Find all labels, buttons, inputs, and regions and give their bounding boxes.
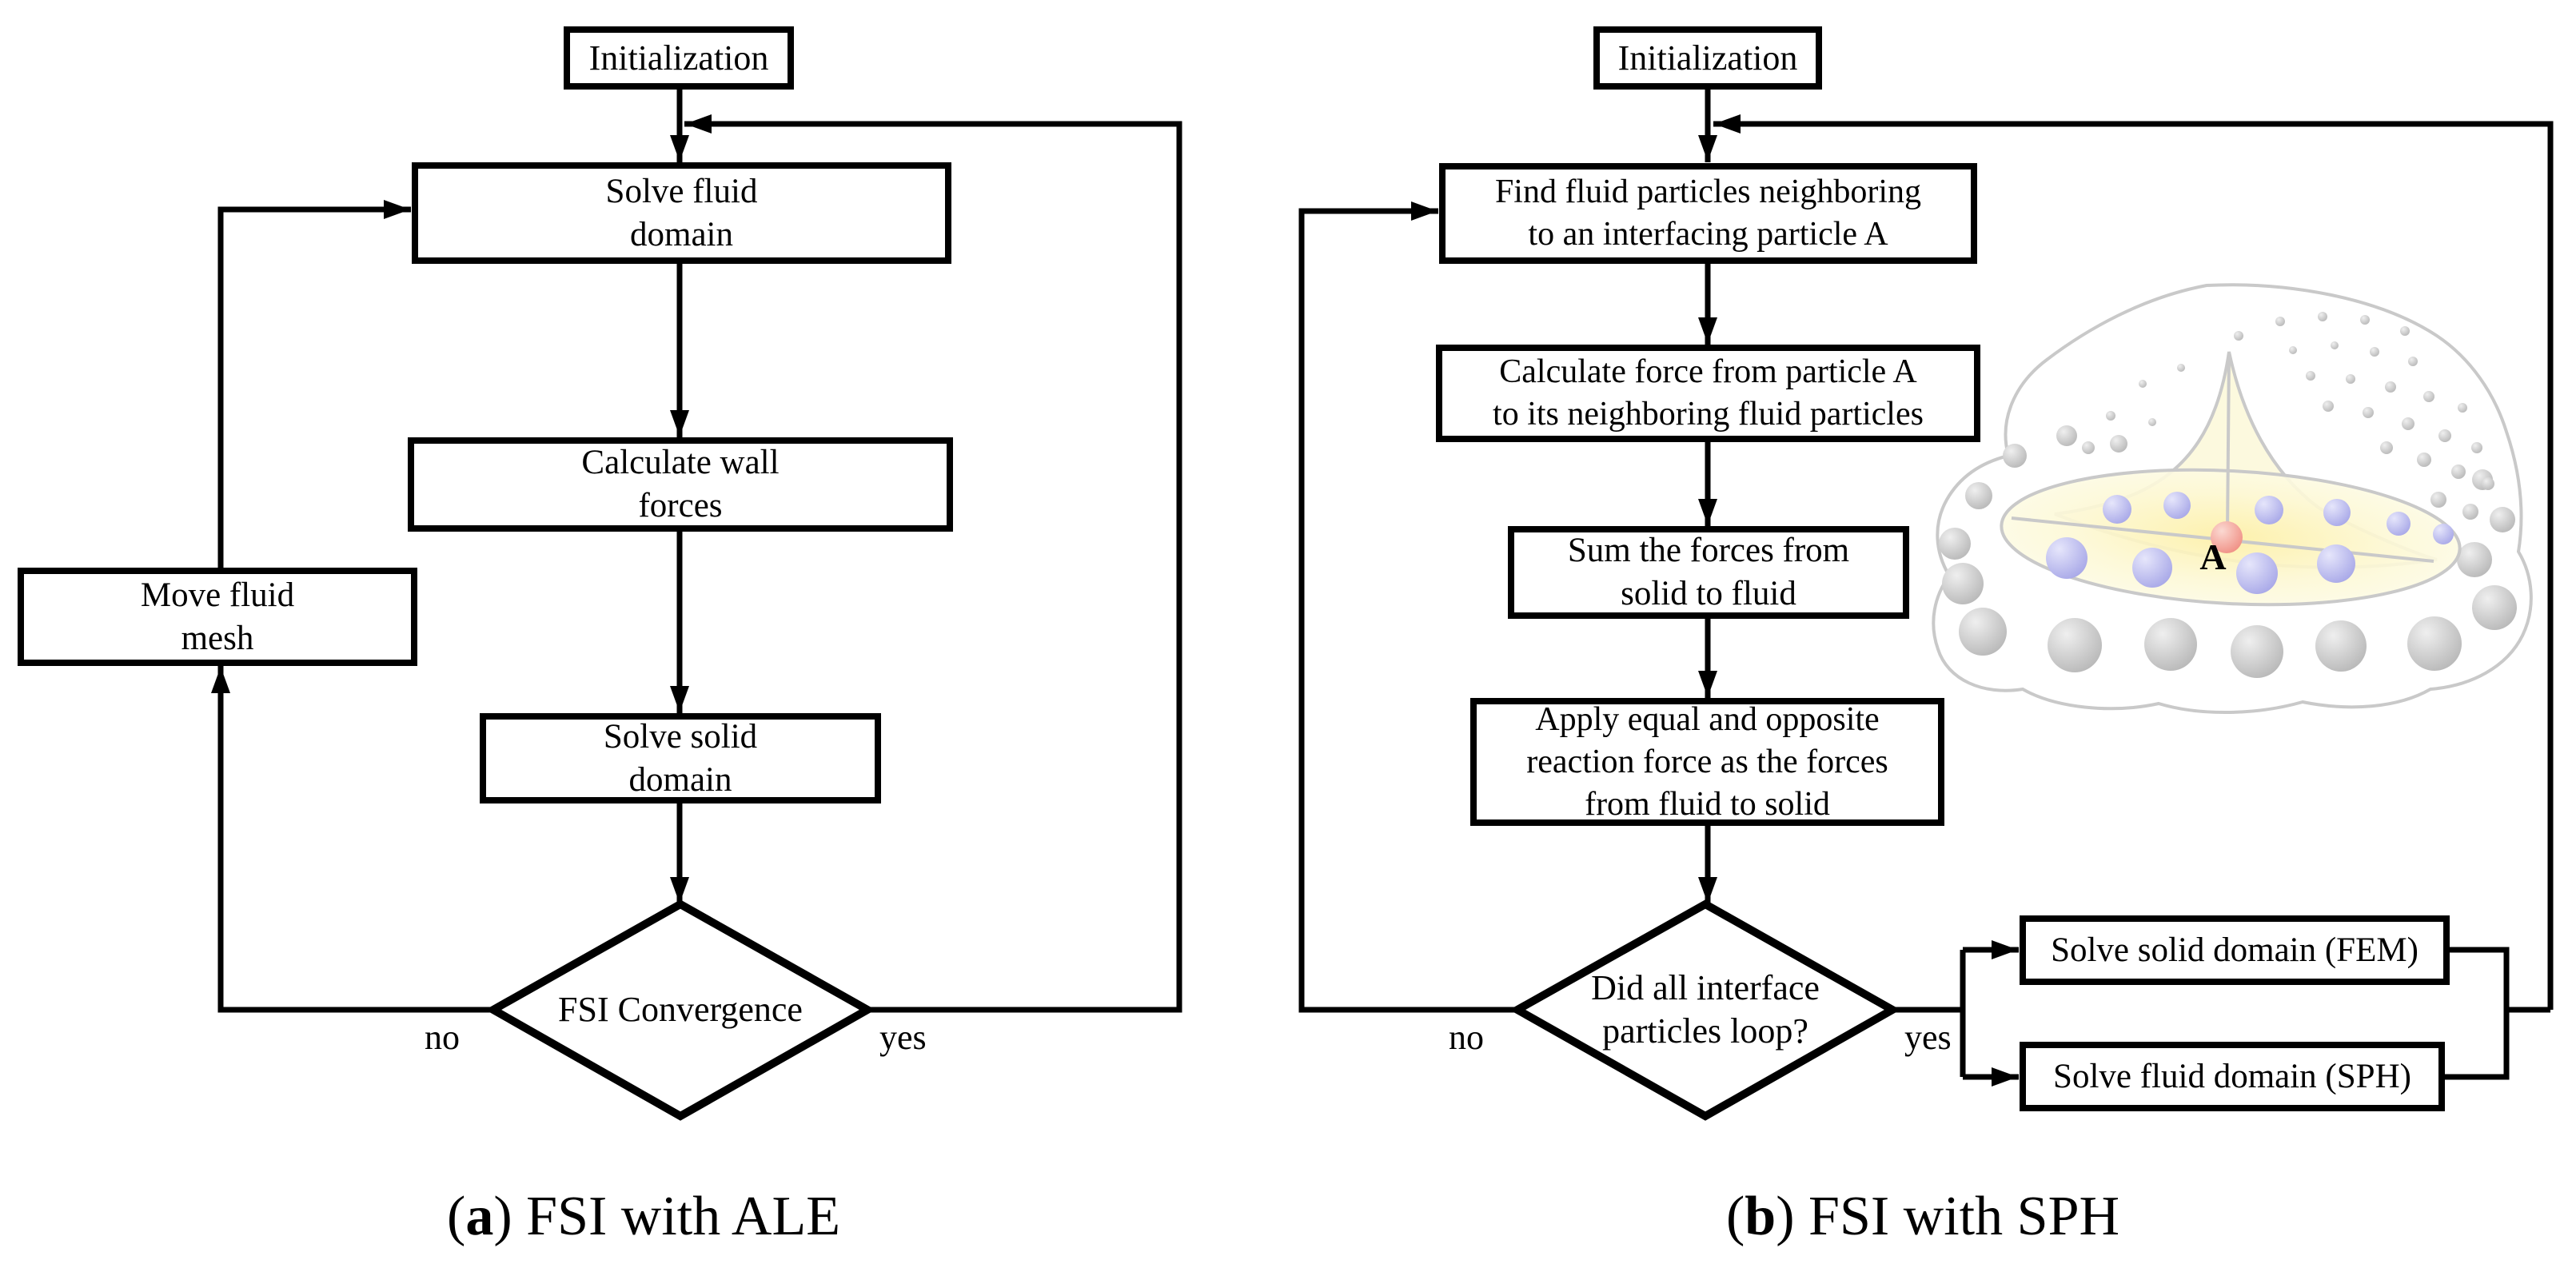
caption-open: ( — [447, 1186, 466, 1247]
edge-label-b-yes: yes — [1904, 1018, 1952, 1057]
node-label: from fluid to solid — [1585, 785, 1830, 823]
decision-a-diamond — [484, 899, 876, 1121]
node-a-calculate-wall-forces: Calculate wall forces — [408, 437, 953, 532]
node-label: Move fluid — [140, 576, 295, 614]
decision-b-label: Did all interface particles loop? — [1545, 963, 1865, 1056]
node-b-apply-reaction: Apply equal and opposite reaction force … — [1470, 698, 1944, 826]
node-label: Solve fluid — [605, 172, 758, 210]
node-label: solid to fluid — [1621, 575, 1796, 612]
sph-kernel-illustration: A — [1932, 283, 2533, 714]
node-label: domain — [628, 760, 732, 799]
edge-label-a-no: no — [425, 1018, 460, 1057]
caption-open: ( — [1725, 1186, 1745, 1247]
node-a-initialization: Initialization — [564, 26, 794, 90]
edge-a-yes-feedback — [684, 114, 1182, 1013]
node-label: Solve solid — [603, 717, 758, 756]
caption-a: (a) FSI with ALE — [244, 1185, 1043, 1249]
caption-rest: ) FSI with ALE — [493, 1186, 840, 1247]
edge-b-return-feedback — [1713, 114, 2554, 1010]
edge-label-b-no: no — [1449, 1018, 1484, 1057]
node-b-initialization: Initialization — [1593, 26, 1822, 90]
node-label: Calculate force from particle A — [1499, 353, 1917, 390]
particle-a-label: A — [2199, 536, 2226, 577]
edge-label-a-yes: yes — [879, 1018, 927, 1057]
caption-letter: a — [465, 1186, 494, 1247]
decision-text: Did all interface — [1591, 968, 1820, 1007]
caption-rest: ) FSI with SPH — [1776, 1186, 2120, 1247]
interface-particle-a — [2211, 521, 2243, 553]
node-b-calc-force: Calculate force from particle A to its n… — [1436, 345, 1980, 442]
fluid-particles — [1939, 312, 2517, 678]
node-label: Find fluid particles neighboring — [1494, 173, 1922, 210]
node-label: to an interfacing particle A — [1528, 216, 1888, 253]
node-a-move-fluid-mesh: Move fluid mesh — [18, 568, 417, 666]
node-label: domain — [630, 215, 733, 253]
node-label: reaction force as the forces — [1526, 743, 1888, 780]
node-label: Initialization — [588, 38, 769, 78]
neighbor-particles — [2046, 492, 2454, 594]
node-a-solve-fluid-domain: Solve fluid domain — [412, 162, 951, 264]
node-label: to its neighboring fluid particles — [1493, 396, 1924, 433]
caption-b: (b) FSI with SPH — [1523, 1185, 2323, 1249]
node-label: Initialization — [1617, 38, 1798, 78]
node-label: mesh — [181, 619, 254, 657]
node-label: Apply equal and opposite — [1535, 700, 1880, 738]
kernel-axis — [2226, 353, 2231, 535]
edge-a-no-to-movemesh — [211, 666, 493, 1013]
node-b-solve-solid-fem: Solve solid domain (FEM) — [2020, 915, 2450, 985]
edge-a-movemesh-to-solvefluid — [217, 200, 411, 568]
node-b-find-neighbors: Find fluid particles neighboring to an i… — [1439, 163, 1977, 264]
decision-a-label: FSI Convergence — [481, 987, 880, 1032]
decision-text: particles loop? — [1602, 1011, 1808, 1051]
node-b-sum-forces: Sum the forces from solid to fluid — [1508, 526, 1909, 619]
node-b-solve-fluid-sph: Solve fluid domain (SPH) — [2020, 1042, 2445, 1111]
caption-letter: b — [1745, 1186, 1776, 1247]
node-label: Solve solid domain (FEM) — [2051, 931, 2418, 969]
node-label: Sum the forces from — [1567, 532, 1850, 569]
decision-b-diamond — [1509, 899, 1901, 1121]
node-a-solve-solid-domain: Solve solid domain — [480, 713, 881, 803]
decision-text: FSI Convergence — [558, 990, 803, 1029]
node-label: Solve fluid domain (SPH) — [2053, 1057, 2411, 1095]
edge-b-no-loop — [1298, 201, 1517, 1013]
node-label: forces — [638, 487, 723, 524]
node-label: Calculate wall — [581, 444, 780, 481]
edge-b-fem-sph-collect — [2445, 947, 2510, 1080]
